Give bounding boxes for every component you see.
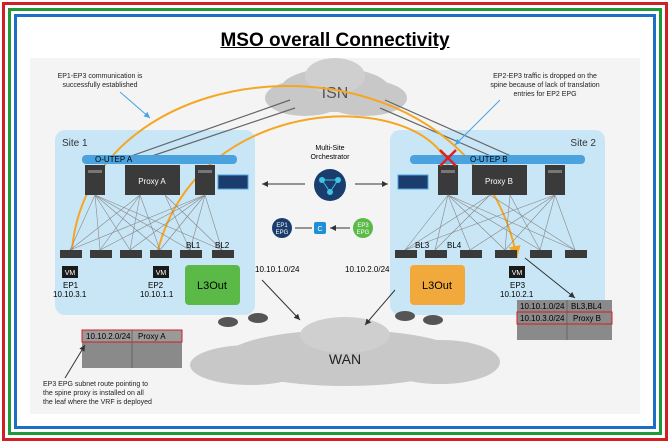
site1-leaves — [60, 250, 234, 258]
wan-routers — [218, 311, 443, 327]
ep3-epg-icon — [353, 218, 373, 238]
ep2-vm-icon — [153, 266, 169, 278]
site1-label: Site 1 — [62, 138, 88, 149]
site1-subnet: 10.10.1.0/24 — [255, 265, 300, 274]
ep3-epg-label: EP3 — [357, 223, 369, 229]
site2-to-wan-arrow — [364, 289, 396, 326]
contract-icon — [314, 222, 326, 234]
site1-rt-subnet: 10.10.2.0/24 — [86, 332, 131, 341]
ep3-vm-icon — [509, 266, 525, 278]
site1-outep-bar — [82, 155, 237, 164]
site2-fabric-links — [404, 194, 576, 251]
drop-x-icon — [439, 149, 457, 167]
site2-rt-row1-nexthop: BL3,BL4 — [571, 302, 602, 311]
note-top-left-2: successfully established — [62, 82, 137, 89]
bl4-label: BL4 — [447, 241, 462, 250]
bl2-label: BL2 — [215, 241, 230, 250]
ep1-vm-label: VM — [65, 270, 76, 277]
site2-label: Site 2 — [570, 138, 596, 149]
ep3-name: EP3 — [510, 281, 526, 290]
ep1-ip: 10.10.3.1 — [53, 290, 87, 299]
bl3-label: BL3 — [415, 241, 430, 250]
site2-rt-row2-nexthop: Proxy B — [573, 314, 601, 323]
note-top-right-1: EP2-EP3 traffic is dropped on the — [493, 73, 597, 80]
wan-label: WAN — [329, 351, 361, 367]
site2-route-table: 10.10.1.0/24 BL3,BL4 10.10.3.0/24 Proxy … — [516, 300, 613, 340]
contract-label: C — [317, 226, 322, 233]
isn-cloud: ISN — [265, 58, 407, 116]
note-top-left-1: EP1-EP3 communication is — [58, 73, 143, 80]
site1-switch-icon — [217, 174, 249, 190]
site1-proxy-label: Proxy A — [138, 177, 166, 186]
site1-l3out — [185, 265, 240, 305]
site1-spines: Proxy A — [85, 165, 215, 195]
orchestrator-line1: Multi-Site — [315, 145, 344, 152]
ep1-name: EP1 — [63, 281, 79, 290]
ep1-vm-icon — [62, 266, 78, 278]
ep1-epg-sub: EPG — [276, 230, 289, 236]
ep1-epg-label: EP1 — [276, 223, 288, 229]
site2-spines: Proxy B — [438, 165, 565, 195]
site1-route-table: 10.10.2.0/24 Proxy A — [81, 329, 183, 368]
note-top-right-3: entries for EP2 EPG — [513, 91, 576, 98]
wan-cloud: WAN — [190, 317, 500, 386]
site2-outep-bar — [410, 155, 585, 164]
inner-blue-frame — [14, 14, 656, 429]
site1-outep-label: O-UTEP A — [95, 155, 133, 164]
site2-proxy-label: Proxy B — [485, 177, 513, 186]
site2-rt-row2-subnet: 10.10.3.0/24 — [520, 314, 565, 323]
ep1-epg-icon — [272, 218, 292, 238]
bl1-label: BL1 — [186, 241, 201, 250]
note-bottom-left-3: the leaf where the VRF is deployed — [43, 399, 152, 406]
note-bottom-left-2: the spine proxy is installed on all — [43, 390, 144, 397]
site1-fabric-links — [69, 194, 223, 251]
ep2-ep3-path — [157, 115, 449, 251]
site2-l3out-label: L3Out — [422, 280, 452, 292]
middle-green-frame — [8, 8, 662, 435]
ep2-name: EP2 — [148, 281, 164, 290]
note-bottom-left-1: EP3 EPG subnet route pointing to — [43, 381, 148, 388]
site1-l3out-label: L3Out — [197, 280, 227, 292]
ep3-to-rt-arrow — [524, 257, 576, 299]
note-top-right-2: spine because of lack of translation — [490, 82, 599, 89]
site1-rt-nexthop: Proxy A — [138, 332, 166, 341]
site2-rt-row1-subnet: 10.10.1.0/24 — [520, 302, 565, 311]
ep2-ip: 10.10.1.1 — [140, 290, 174, 299]
site2-outep-label: O-UTEP B — [470, 155, 508, 164]
note-arrow-bottom — [64, 344, 86, 379]
ep2-vm-label: VM — [156, 270, 167, 277]
page-title: MSO overall Connectivity — [220, 30, 450, 51]
orchestrator-line2: Orchestrator — [311, 154, 351, 161]
site2-l3out — [410, 265, 465, 305]
ep3-vm-label: VM — [512, 270, 523, 277]
site2-switch-icon — [397, 174, 429, 190]
note-arrow-top-left — [119, 91, 151, 119]
site1-to-wan-arrow — [261, 279, 301, 321]
ep3-ip: 10.10.2.1 — [500, 290, 534, 299]
site2-leaves — [395, 250, 587, 258]
ep3-epg-sub: EPG — [357, 230, 370, 236]
note-arrow-top-right — [454, 99, 501, 146]
site2-subnet: 10.10.2.0/24 — [345, 265, 390, 274]
orchestrator-icon — [314, 169, 346, 201]
